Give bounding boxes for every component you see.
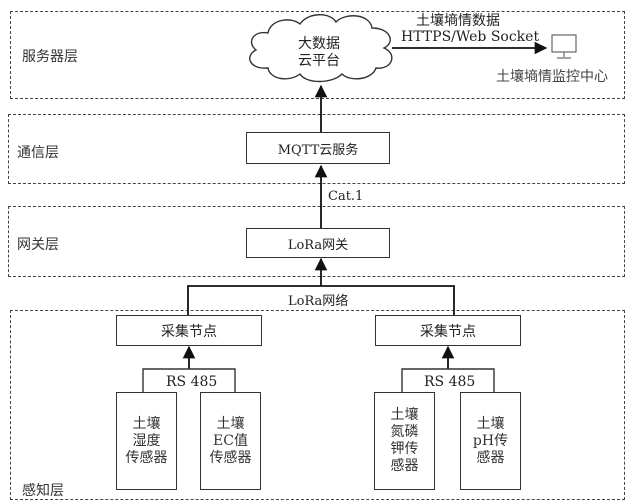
sensor-line: 传感器: [209, 449, 252, 466]
sensor-soil-npk: 土壤 氮磷 钾传 感器: [374, 392, 435, 490]
server-link-label-top: 土壤墒情数据: [416, 13, 500, 29]
sensor-line: 传感器: [125, 449, 168, 466]
layer-communication: [8, 114, 625, 184]
cloud-label-line2: 云平台: [298, 53, 340, 69]
sensor-line: 感器: [476, 449, 505, 466]
collection-node-left: 采集节点: [116, 315, 262, 346]
collection-node-right: 采集节点: [375, 315, 521, 346]
cloud-shape: [249, 14, 393, 83]
monitor-center-label: 土壤墒情监控中心: [496, 69, 608, 85]
lora-network-label: LoRa网络: [288, 294, 349, 309]
lora-gateway-box: LoRa网关: [246, 228, 390, 258]
cloud-label-line1: 大数据: [298, 36, 340, 52]
sensor-line: pH传: [472, 432, 509, 449]
sensor-line: 氮磷: [390, 424, 419, 440]
rs485-bracket-left: [142, 368, 236, 392]
layer-gateway: [8, 206, 625, 277]
rs485-bracket-right: [401, 368, 495, 392]
monitor-icon: [551, 34, 577, 59]
cat1-label: Cat.1: [328, 189, 364, 204]
sensor-soil-ec: 土壤 EC值 传感器: [200, 392, 261, 490]
sensor-soil-ph: 土壤 pH传 感器: [460, 392, 521, 490]
layer-perception: [10, 310, 625, 500]
layer-server: [10, 11, 625, 99]
layer-server-label: 服务器层: [22, 49, 78, 65]
layer-gateway-label: 网关层: [17, 237, 59, 253]
rs485-label-right: RS 485: [424, 374, 476, 390]
sensor-line: 湿度: [132, 432, 161, 449]
server-link-label-bottom: HTTPS/Web Socket: [401, 29, 540, 45]
sensor-line: EC值: [213, 432, 248, 449]
sensor-line: 土壤: [476, 415, 505, 432]
sensor-line: 感器: [390, 458, 419, 474]
sensor-line: 钾传: [390, 441, 419, 457]
sensor-line: 土壤: [390, 407, 419, 423]
layer-perception-label: 感知层: [22, 483, 64, 499]
sensor-soil-humidity: 土壤 湿度 传感器: [116, 392, 177, 490]
sensor-line: 土壤: [132, 415, 161, 432]
rs485-label-left: RS 485: [166, 374, 218, 390]
layer-communication-label: 通信层: [17, 145, 59, 161]
lora-network-bracket: [187, 285, 455, 315]
mqtt-cloud-service-box: MQTT云服务: [246, 132, 390, 164]
sensor-line: 土壤: [216, 415, 245, 432]
